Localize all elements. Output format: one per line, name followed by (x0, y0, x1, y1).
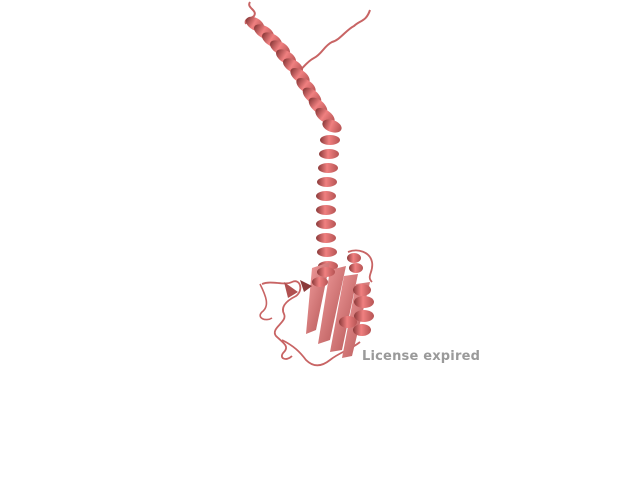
domain-loop-right (347, 249, 374, 283)
license-expired-watermark: License expired (362, 349, 481, 364)
long-central-helix (316, 135, 340, 271)
domain-loop-upper-left (259, 283, 273, 321)
top-right-loop (295, 9, 371, 75)
upper-helix (245, 16, 342, 133)
domain-helix-top (312, 253, 363, 287)
domain-helix-right (339, 284, 374, 336)
domain-loop-left (261, 280, 302, 360)
